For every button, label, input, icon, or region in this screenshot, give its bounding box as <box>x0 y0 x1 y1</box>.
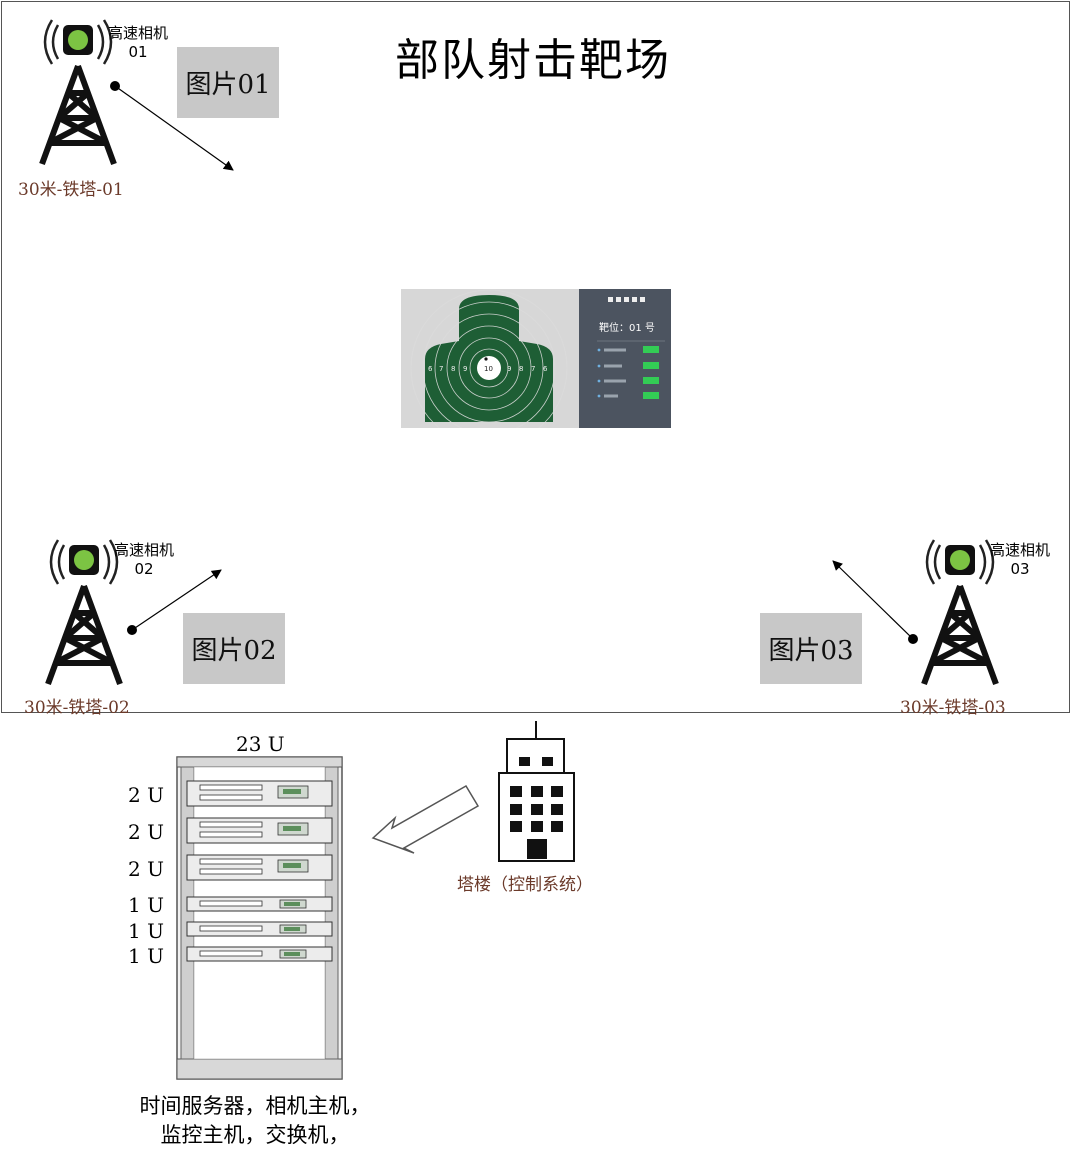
rack-unit-label: 2 U <box>128 857 164 881</box>
control-tower-label: 塔楼（控制系统） <box>457 875 593 895</box>
range-boundary <box>1 1 1070 713</box>
tower-02-label: 30米-铁塔-02 <box>24 698 130 718</box>
tower-01-label: 30米-铁塔-01 <box>18 180 124 200</box>
svg-text:6 7 8 9 9: 6 7 8 9 9 8 7 6 <box>428 365 548 373</box>
tower-02-icon <box>45 539 123 686</box>
rack-unit-label: 1 U <box>128 919 164 943</box>
aim-arrow-01 <box>110 81 234 171</box>
server-2u-3 <box>186 854 333 881</box>
aim-arrow-02 <box>127 569 222 635</box>
page-title: 部队射击靶场 <box>395 35 671 86</box>
rack-unit-label: 1 U <box>128 944 164 968</box>
rack-total-label: 23 U <box>236 732 285 756</box>
photo-02-box: 图片02 <box>183 613 285 684</box>
server-1u-2 <box>186 921 333 937</box>
server-2u-2 <box>186 817 333 844</box>
tower-01-icon <box>39 19 117 166</box>
control-building-icon <box>498 721 575 862</box>
photo-03-box: 图片03 <box>760 613 862 684</box>
data-flow-arrow <box>371 784 480 854</box>
server-1u-1 <box>186 896 333 912</box>
rack-caption: 时间服务器，相机主机， 监控主机，交换机， <box>139 1094 371 1147</box>
aim-arrow-03 <box>832 560 918 644</box>
rack-unit-label: 1 U <box>128 893 164 917</box>
target-screen: 6 7 8 9 9 8 7 6 10 靶位：01 号 <box>401 289 671 428</box>
rack-unit-label: 2 U <box>128 820 164 844</box>
server-2u-1 <box>186 780 333 807</box>
rack-unit-label: 2 U <box>128 783 164 807</box>
tower-03-icon <box>921 539 999 686</box>
server-rack-icon <box>176 756 343 1080</box>
target-position-label: 靶位：01 号 <box>599 321 655 334</box>
bullseye-score: 10 <box>484 365 493 373</box>
tower-03-label: 30米-铁塔-03 <box>900 698 1006 718</box>
photo-01-box: 图片01 <box>177 47 279 118</box>
server-1u-3 <box>186 946 333 962</box>
